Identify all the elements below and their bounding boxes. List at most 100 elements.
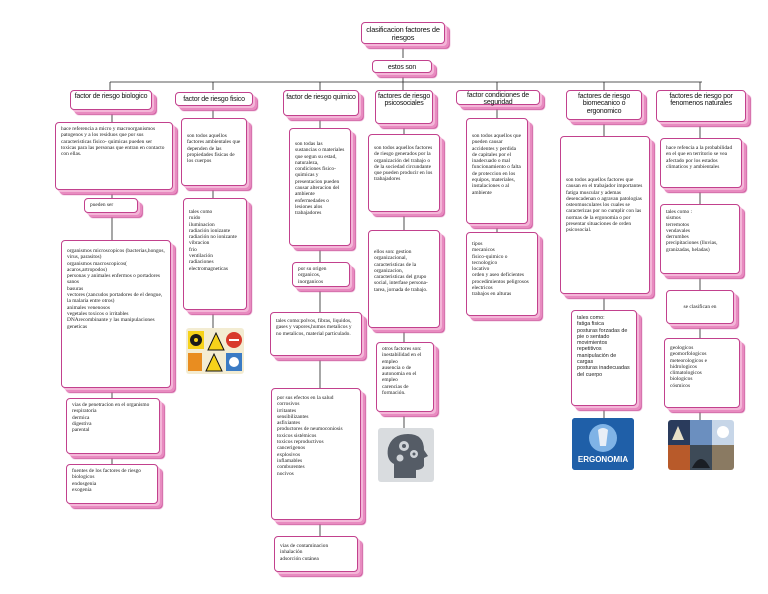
seguridad-definition: son todos aquellos que pueden causar acc…	[466, 118, 528, 224]
naturales-link: se clasifican en	[666, 290, 734, 324]
biomecanico-definition: son todos aquellos factores que causan e…	[560, 136, 650, 294]
list-item: meteorologicos e hidrologicos	[670, 357, 707, 370]
list-item: organismos microscopicos (bacterias,hong…	[67, 248, 165, 261]
header-quimico: factor de riesgo quimico	[283, 90, 359, 116]
list-item: inflamables	[277, 457, 303, 464]
list-item: procedimientos peligrosos	[472, 278, 529, 285]
list-item: tales como :	[666, 209, 693, 215]
list-item: otros factores son:	[382, 346, 422, 352]
list-item: iluminacion	[189, 221, 215, 228]
list-item: movimientos repetitivos	[577, 340, 608, 353]
header-psicosocial: factores de riesgo psicosociales	[375, 90, 433, 124]
list-item: dermica	[72, 414, 90, 421]
head-gears-illustration-icon	[378, 428, 434, 482]
list-item: personas y animales enfermos o portadore…	[67, 273, 160, 286]
list-item: geomorfologicos	[670, 351, 707, 358]
biologico-examples: organismos microscopicos (bacterias,hong…	[61, 240, 171, 388]
list-item: climatologicos	[670, 370, 702, 377]
list-item: toxicos reproductivos	[277, 439, 324, 446]
list-item: explosivos	[277, 451, 301, 458]
list-item: terremotos	[666, 221, 690, 228]
list-item: DNArecombinante y las manipulaciones gen…	[67, 317, 155, 330]
list-item: carencias de formación.	[382, 383, 409, 397]
list-item: cósmicos	[670, 382, 691, 389]
fisico-definition: son todos aquellos factores ambientales …	[181, 118, 247, 186]
ergonomia-logo-icon: ERGONOMIA	[572, 418, 634, 470]
radiation-warning-signs-icon	[186, 328, 244, 374]
header-biomecanico: factores de riesgo biomecanico o ergonom…	[566, 90, 642, 120]
list-item: adsorción cutánea	[280, 555, 319, 562]
list-item: corrosivos	[277, 401, 300, 408]
naturales-classes: geologicos geomorfologicos meteorologico…	[664, 338, 740, 408]
list-item: biologicos	[670, 376, 693, 383]
list-item: organismos macroscopicos( acaros,artropo…	[67, 260, 127, 273]
root-title-box: clasificacion factores de riesgos	[361, 22, 445, 44]
quimico-forms: tales como:polvos, fibras, liquidos, gas…	[270, 312, 362, 356]
ergonomia-logo-text: ERGONOMIA	[578, 455, 628, 464]
list-item: posturas forzadas de pie o sentado	[577, 327, 628, 340]
list-item: electricos	[472, 285, 493, 292]
list-item: inestabilidad en el empleo	[382, 352, 422, 365]
list-item: vibracion	[189, 240, 210, 247]
list-item: ruido	[189, 215, 201, 222]
list-item: vendavales	[666, 227, 690, 234]
list-item: endosgenia	[72, 480, 97, 487]
list-item: comburentes	[277, 464, 305, 471]
list-item: ausencia o de autonomia en el empleo	[382, 364, 417, 384]
header-naturales: factores de riesgo por fenomenos natural…	[656, 90, 746, 122]
quimico-origin: por su origen organicos, inorganicos	[292, 262, 350, 287]
seguridad-types: tipos mecanicos fisico-quimico o tecnolo…	[466, 232, 538, 316]
list-item: trabajos en alturas	[472, 291, 512, 298]
fisico-examples: tales como ruido iluminacion radiación i…	[183, 198, 247, 310]
list-item: derrumbes	[666, 234, 689, 241]
list-item: posturas inadecuadas del cuerpo	[577, 365, 630, 378]
list-item: mecanicos	[472, 247, 495, 254]
list-item: por sus efectos en la salud	[277, 395, 334, 401]
list-item: animales venenosos	[67, 304, 110, 311]
list-item: fuentes de los factores de riesgo biolog…	[72, 468, 142, 481]
list-item: tipos	[472, 241, 483, 247]
biologico-link: pueden ser	[84, 198, 138, 213]
list-item: vias de penetracion en el organismo	[72, 402, 150, 408]
biologico-routes: vias de penetracion en el organismo resp…	[66, 398, 160, 454]
list-item: tales como	[189, 209, 213, 215]
list-item: vegetales toxicos o irritables	[67, 310, 129, 317]
quimico-effects: por sus efectos en la salud corrosivos i…	[271, 388, 361, 520]
naturales-examples: tales como : sismos terremotos vendavale…	[660, 204, 740, 274]
list-item: frio	[189, 246, 197, 253]
list-item: sismos	[666, 215, 681, 222]
list-item: irritantes	[277, 407, 297, 414]
list-item: parental	[72, 427, 90, 434]
list-item: radiaciones electromagneticas	[189, 259, 228, 272]
list-item: precipitaciones (lluvias, granizadas, he…	[666, 240, 718, 253]
list-item: radiación ionizante	[189, 227, 231, 234]
list-item: sensibilizantes	[277, 413, 309, 420]
list-item: fatiga fisica	[577, 321, 604, 328]
root-title: clasificacion factores de riesgos	[366, 25, 440, 42]
quimico-definition: son todas las sustancias o materiales qu…	[289, 128, 351, 246]
list-item: exogenia	[72, 486, 92, 493]
header-biologico: factor de riesgo biologico	[70, 90, 152, 110]
list-item: manipulación de cargas	[577, 352, 617, 366]
psicosocial-definition: son todos aquellos factores de riesgo ge…	[368, 134, 440, 212]
list-item: tales como:	[577, 315, 605, 321]
header-fisico: factor de riesgo fisico	[175, 92, 253, 106]
header-seguridad: factor condiciones de seguridad	[456, 90, 540, 106]
biomecanico-examples: tales como: fatiga fisica posturas forza…	[571, 310, 637, 406]
list-item: locativo	[472, 266, 490, 273]
quimico-routes: vias de contaminacion inhalación adsorci…	[274, 536, 358, 572]
biologico-sources: fuentes de los factores de riesgo biolog…	[66, 464, 158, 504]
list-item: orden y aseo deficientes	[472, 272, 524, 279]
list-item: basuras	[67, 285, 84, 292]
naturales-definition: hace refencia a la probabilidad en el qu…	[660, 138, 742, 188]
list-item: fisico-quimico o tecnologico	[472, 253, 508, 266]
list-item: respiratoria	[72, 408, 97, 415]
list-item: asfixiantes	[277, 420, 301, 427]
psicosocial-others: otros factores son: inestabilidad en el …	[376, 342, 434, 412]
list-item: toxicos sistémicos	[277, 432, 317, 439]
list-item: productores de neumoconiosis	[277, 426, 343, 433]
connector-box: estos son	[372, 60, 432, 73]
list-item: inhalación	[280, 549, 303, 556]
natural-disasters-collage-icon	[668, 420, 734, 470]
